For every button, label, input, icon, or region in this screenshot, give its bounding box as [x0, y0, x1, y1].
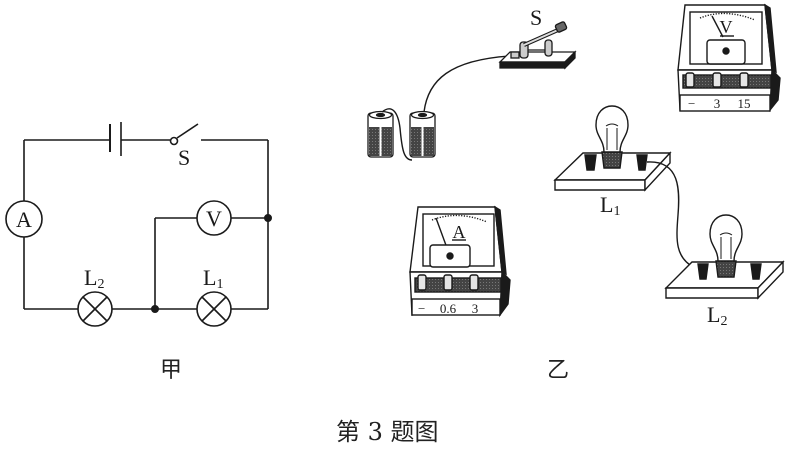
lamp-l1-label: L1 [203, 265, 223, 292]
circuit-diagram [5, 122, 272, 327]
battery-cell [409, 110, 436, 158]
voltmeter-letter: V [206, 206, 222, 231]
lamp-l2-board [664, 214, 785, 300]
lightbulb-icon [595, 105, 629, 153]
voltmeter-terminal-3: 3 [714, 96, 721, 111]
ammeter-device-letter: A [453, 222, 466, 242]
voltmeter-terminal-neg: − [688, 96, 695, 111]
ammeter-device [409, 205, 511, 318]
ammeter-terminal-neg: − [418, 301, 425, 316]
knife-switch [498, 21, 577, 70]
voltmeter-device [677, 3, 781, 113]
figure-caption: 第 3 题图 [336, 418, 439, 446]
battery-cell [367, 110, 394, 158]
battery-cells [367, 110, 436, 158]
voltmeter-device-letter: V [720, 17, 733, 37]
panel-label-jia: 甲 [160, 358, 183, 383]
wire-battery-to-switch [423, 55, 511, 113]
wire-l1-to-l2 [646, 161, 696, 269]
junction-dot [263, 214, 272, 223]
ammeter-terminal-3: 3 [472, 301, 479, 316]
knife-switch-label: S [530, 5, 542, 30]
battery-symbol [109, 122, 122, 156]
lamp-l1-board [553, 105, 672, 192]
lamp-l2-device-label: L2 [707, 302, 727, 329]
voltmeter-terminal-15: 15 [738, 96, 751, 111]
junction-dot [151, 304, 160, 313]
switch-symbol [169, 123, 199, 146]
lamp-l2-symbol [77, 291, 113, 327]
lightbulb-icon [709, 214, 743, 262]
lamp-l1-device-label: L1 [600, 192, 620, 219]
lamp-l2-label: L2 [84, 265, 104, 292]
wire-battery-link [381, 108, 413, 161]
switch-label: S [178, 145, 190, 170]
panel-label-yi: 乙 [547, 358, 570, 383]
ammeter-letter: A [16, 207, 32, 232]
ammeter-terminal-0-6: 0.6 [440, 301, 457, 316]
lamp-l1-symbol [196, 291, 232, 327]
